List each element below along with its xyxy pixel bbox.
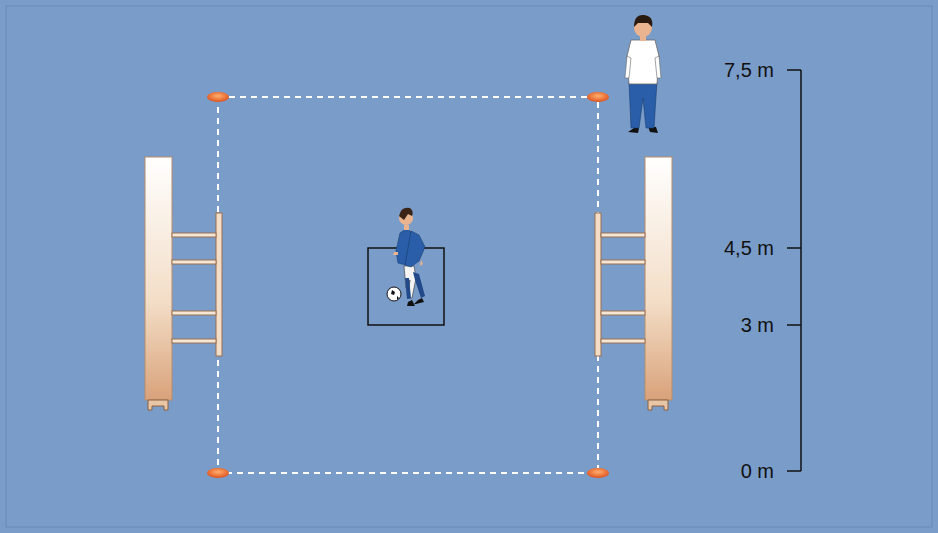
dimension-label: 0 m bbox=[741, 461, 774, 481]
dimension-label: 3 m bbox=[741, 315, 774, 335]
dimension-label: 7,5 m bbox=[724, 60, 774, 80]
scale-bar bbox=[787, 70, 801, 471]
field-outline bbox=[218, 97, 598, 473]
player-figure bbox=[387, 208, 425, 306]
dimension-label: 4,5 m bbox=[724, 238, 774, 258]
left-bench bbox=[145, 157, 222, 410]
right-bench bbox=[595, 157, 672, 410]
frame bbox=[6, 6, 932, 527]
coach-figure bbox=[625, 15, 661, 133]
cones bbox=[207, 92, 609, 478]
